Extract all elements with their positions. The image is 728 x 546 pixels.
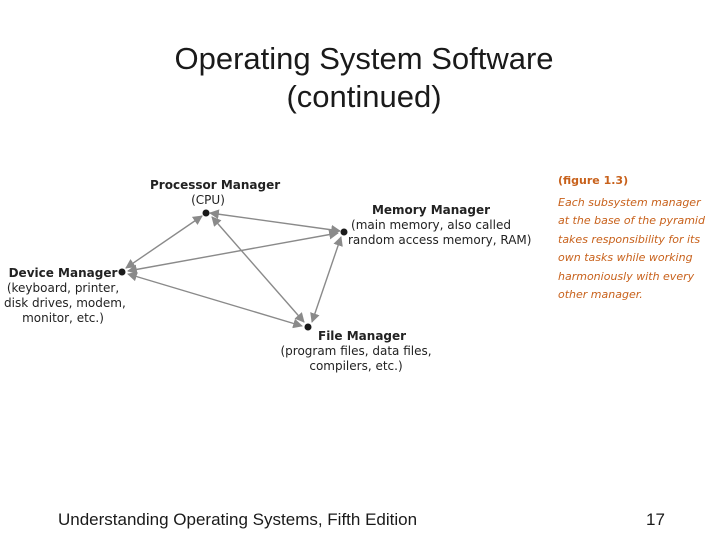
processor-manager-detail: (CPU): [191, 193, 225, 207]
device-node-dot: [118, 268, 126, 276]
arrow-processor-file: [211, 216, 305, 323]
memory-manager-label: Memory Manager (main memory, also called…: [348, 203, 532, 248]
memory-manager-name: Memory Manager: [371, 203, 491, 217]
page-number: 17: [646, 510, 665, 529]
device-manager-detail-2: disk drives, modem,: [4, 296, 126, 310]
arrow-device-file: [127, 271, 303, 329]
figure-caption-heading: (figure 1.3): [558, 174, 629, 187]
figure-caption-line-1: Each subsystem manager: [558, 195, 701, 209]
device-manager-name: Device Manager: [8, 266, 118, 280]
arrow-memory-device: [127, 229, 339, 275]
arrow-processor-memory: [209, 209, 341, 235]
processor-node-dot: [202, 209, 210, 217]
processor-manager-name: Processor Manager: [150, 178, 281, 192]
file-manager-detail-1: (program files, data files,: [280, 344, 432, 358]
memory-node-dot: [340, 228, 348, 236]
memory-manager-detail-1: (main memory, also called: [351, 218, 511, 232]
figure-caption-line-6: other manager.: [558, 288, 643, 301]
file-node-dot: [304, 323, 312, 331]
file-manager-detail-2: compilers, etc.): [309, 359, 403, 373]
figure-caption-text: Each subsystem manager at the base of th…: [558, 194, 708, 305]
figure-caption-line-5: harmoniously with every: [558, 269, 695, 283]
memory-manager-detail-2: random access memory, RAM): [348, 233, 532, 247]
arrow-memory-file: [310, 236, 343, 323]
figure-caption-line-2: at the base of the pyramid: [558, 214, 705, 227]
slide-title: Operating System Software (continued): [100, 40, 628, 116]
device-manager-detail-1: (keyboard, printer,: [6, 281, 120, 295]
slide-title-line1: Operating System Software: [174, 41, 554, 76]
figure-caption: (figure 1.3) Each subsystem manager at t…: [558, 172, 708, 305]
figure-caption-line-3: takes responsibility for its: [558, 232, 701, 246]
device-manager-detail-3: monitor, etc.): [22, 311, 104, 325]
figure-caption-line-4: own tasks while working: [558, 251, 693, 264]
processor-manager-label: Processor Manager (CPU): [150, 178, 281, 208]
slide-title-line2: (continued): [286, 79, 442, 114]
device-manager-label: Device Manager (keyboard, printer, disk …: [4, 266, 126, 326]
file-manager-name: File Manager: [318, 329, 407, 343]
slide-footer: Understanding Operating Systems, Fifth E…: [58, 510, 418, 529]
file-manager-label: File Manager (program files, data files,…: [278, 329, 434, 374]
